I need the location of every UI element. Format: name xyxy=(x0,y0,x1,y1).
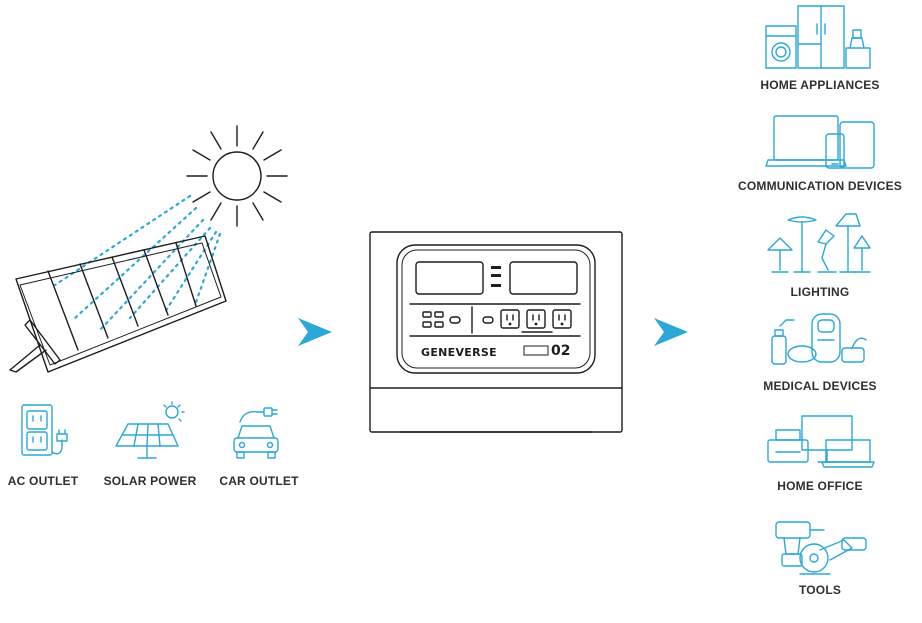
tools-icon xyxy=(775,521,867,575)
ac-outlet-icon xyxy=(21,404,68,456)
car-charging-icon xyxy=(233,407,279,459)
use-label-medical-devices: MEDICAL DEVICES xyxy=(763,379,877,393)
solar-panel-icon xyxy=(115,401,185,459)
arrow-right-icon xyxy=(298,318,332,346)
source-label-solar-power: SOLAR POWER xyxy=(103,474,197,488)
use-label-home-office: HOME OFFICE xyxy=(777,479,863,493)
source-label-car-outlet: CAR OUTLET xyxy=(219,474,299,488)
use-label-tools: TOOLS xyxy=(798,583,842,597)
use-label-home-appliances: HOME APPLIANCES xyxy=(760,78,880,92)
home-appliances-icon xyxy=(765,5,871,69)
communication-devices-icon xyxy=(765,115,875,169)
lighting-icon xyxy=(767,213,871,273)
home-office-icon xyxy=(767,415,875,468)
medical-devices-icon xyxy=(771,313,867,365)
use-label-communication-devices: COMMUNICATION DEVICES xyxy=(738,179,902,193)
source-label-ac-outlet: AC OUTLET xyxy=(7,474,79,488)
model-number: 02 xyxy=(551,343,571,359)
use-label-lighting: LIGHTING xyxy=(790,285,850,299)
brand-logo: GENEVERSE xyxy=(421,346,497,359)
arrow-right-icon xyxy=(654,318,688,346)
